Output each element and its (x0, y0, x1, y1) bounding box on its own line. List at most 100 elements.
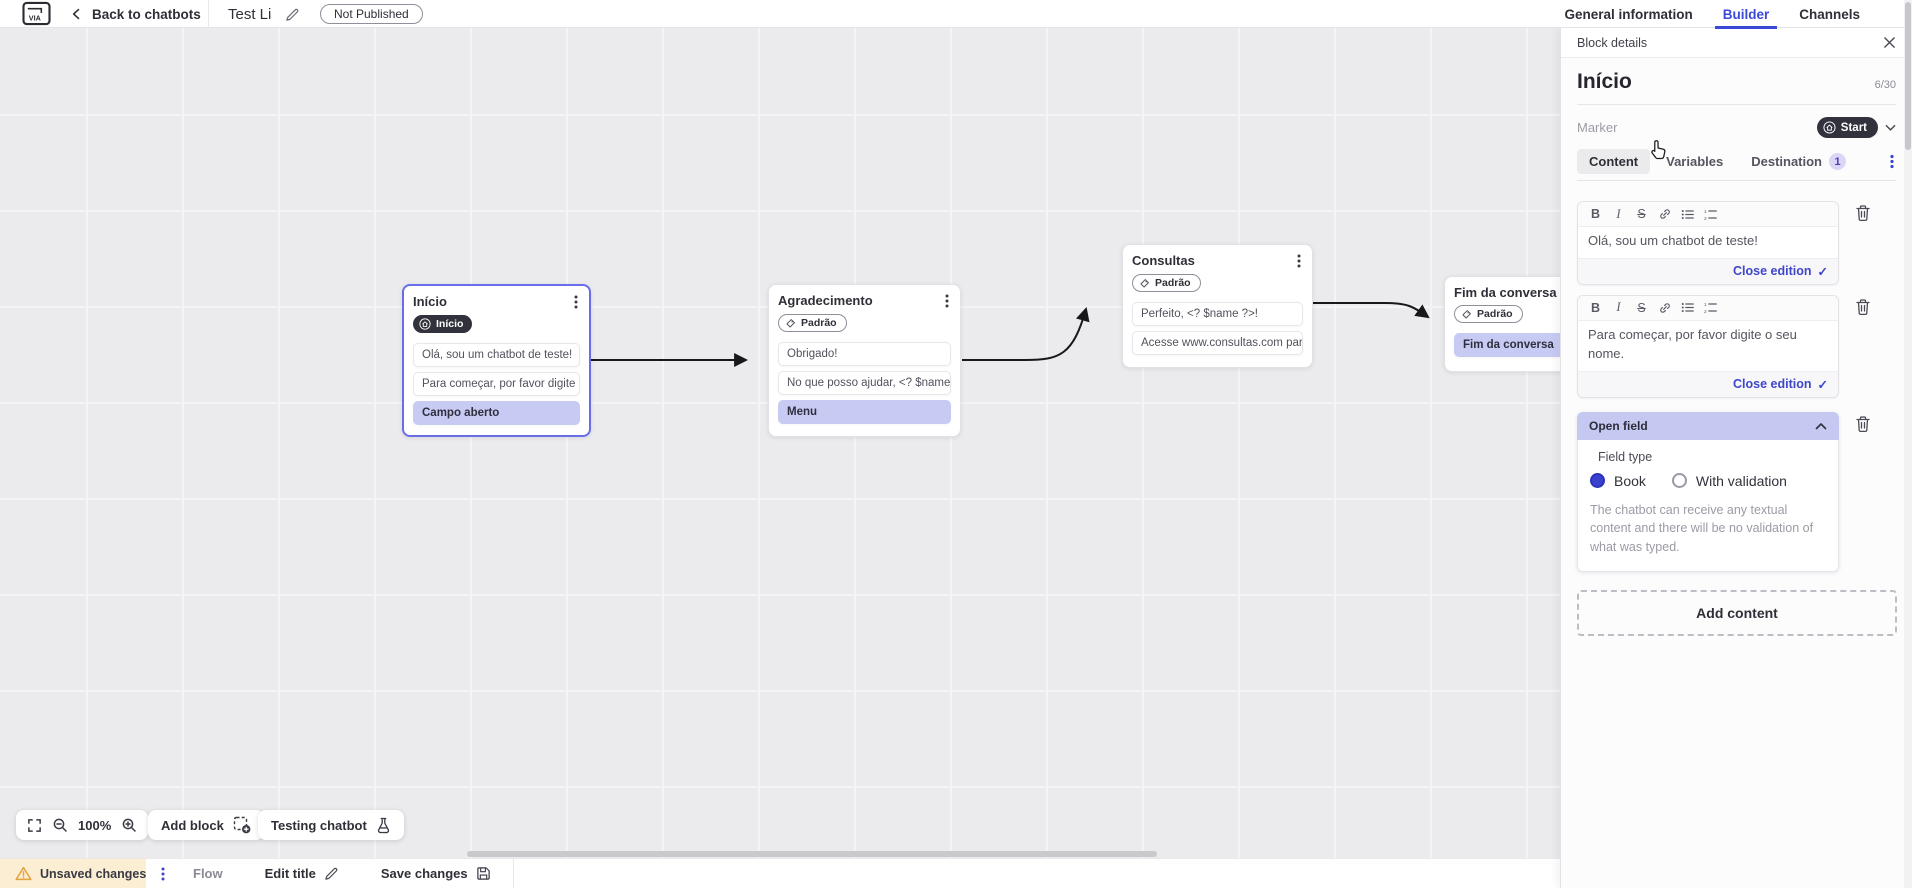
block-name-value: Início (1577, 70, 1632, 93)
trash-icon[interactable] (1855, 204, 1871, 222)
add-block-label: Add block (161, 817, 224, 833)
pencil-icon (324, 866, 339, 881)
flow-block-consultas[interactable]: Consultas Padrão Perfeito, <? $name ?>! … (1122, 244, 1313, 368)
marker-row: Marker Start (1577, 117, 1896, 138)
block-name-field[interactable]: Início 6/30 (1577, 70, 1896, 105)
add-content-button[interactable]: Add content (1577, 589, 1897, 636)
bold-icon[interactable]: B (1590, 300, 1601, 315)
bullet-list-icon[interactable] (1676, 301, 1699, 314)
name-char-counter: 6/30 (1874, 79, 1896, 91)
block-content-item[interactable]: No que posso ajudar, <? $name ... (778, 370, 951, 395)
block-content-item[interactable]: Olá, sou um chatbot de teste! (413, 343, 580, 367)
flow-connectors (591, 302, 1430, 367)
radio-option-with-validation[interactable]: With validation (1671, 473, 1787, 489)
radio-option-book[interactable]: Book (1590, 473, 1646, 489)
block-menu-icon[interactable] (943, 293, 951, 309)
block-content-item-end[interactable]: Fim da conversa (1454, 332, 1560, 357)
close-edition-button[interactable]: Close edition ✓ (1578, 370, 1838, 397)
marker-label: Marker (1577, 120, 1618, 135)
connector-agradecimento-consultas (962, 306, 1090, 361)
flow-block-fim-da-conversa[interactable]: Fim da conversa Padrão Fim da conversa (1444, 276, 1560, 372)
zoom-out-icon[interactable] (52, 817, 68, 833)
testing-chatbot-label: Testing chatbot (271, 817, 367, 833)
topbar-divider (208, 0, 209, 28)
editor-text[interactable]: Para começar, por favor digite o seu nom… (1588, 326, 1797, 361)
trash-icon[interactable] (1855, 298, 1871, 316)
start-marker-badge: Início (413, 315, 473, 333)
tag-icon (786, 318, 795, 328)
block-content-item-menu[interactable]: Menu (778, 399, 951, 424)
flow-block-inicio[interactable]: Início Início Olá, sou um chatbot de tes… (402, 284, 591, 437)
back-to-chatbots-button[interactable]: Back to chatbots (70, 0, 201, 28)
check-icon: ✓ (1817, 264, 1828, 279)
link-icon[interactable] (1653, 301, 1676, 315)
vertical-scrollbar-track[interactable] (1904, 0, 1912, 888)
marker-select[interactable]: Start (1816, 117, 1878, 138)
svg-text:1: 1 (1704, 208, 1707, 214)
testing-chatbot-button[interactable]: Testing chatbot (258, 810, 404, 840)
flow-block-agradecimento[interactable]: Agradecimento Padrão Obrigado! No que po… (768, 284, 961, 437)
link-icon[interactable] (1653, 207, 1676, 221)
block-content-item[interactable]: Perfeito, <? $name ?>! (1132, 301, 1303, 326)
panel-tabs-menu-icon[interactable] (1890, 154, 1896, 169)
strikethrough-icon[interactable]: S (1637, 300, 1646, 315)
radio-unselected[interactable] (1671, 473, 1687, 489)
horizontal-scrollbar[interactable] (467, 851, 1157, 857)
panel-tab-content[interactable]: Content (1577, 149, 1651, 174)
bottom-bar: Unsaved changes Flow Edit title Save cha… (0, 858, 1560, 888)
flow-view-button[interactable]: Flow (193, 866, 223, 881)
block-content-item[interactable]: Acesse www.consultas.com par... (1132, 330, 1303, 355)
radio-selected[interactable] (1590, 473, 1605, 489)
chevron-down-icon[interactable] (1885, 124, 1896, 132)
block-title: Agradecimento (778, 293, 873, 308)
block-content-item-open-field[interactable]: Campo aberto (413, 401, 580, 425)
flow-canvas[interactable]: Início Início Olá, sou um chatbot de tes… (0, 28, 1560, 888)
destination-count-badge: 1 (1829, 153, 1847, 170)
trash-icon[interactable] (1855, 415, 1871, 433)
chatbot-title-area: Test Li (228, 0, 300, 28)
block-menu-icon[interactable] (1295, 253, 1303, 269)
tag-icon (1140, 278, 1149, 288)
edit-title-pencil-icon[interactable] (285, 7, 300, 22)
italic-icon[interactable]: I (1616, 300, 1621, 315)
zoom-level: 100% (78, 817, 112, 833)
tab-channels[interactable]: Channels (1799, 6, 1860, 22)
tab-builder[interactable]: Builder (1714, 0, 1777, 29)
tag-icon (1462, 309, 1471, 319)
panel-tab-destination[interactable]: Destination 1 (1739, 148, 1858, 175)
chevron-left-icon (70, 7, 83, 21)
block-content-item[interactable]: Obrigado! (778, 341, 951, 366)
marker-value: Start (1840, 121, 1867, 134)
bold-icon[interactable]: B (1590, 207, 1601, 221)
vertical-scrollbar-thumb[interactable] (1905, 2, 1911, 150)
add-block-icon (233, 816, 251, 834)
block-menu-icon[interactable] (572, 294, 580, 310)
tab-general-information[interactable]: General information (1564, 6, 1693, 22)
editor-text[interactable]: Olá, sou um chatbot de teste! (1588, 233, 1758, 248)
warning-icon (15, 866, 32, 881)
bullet-list-icon[interactable] (1676, 208, 1699, 221)
strikethrough-icon[interactable]: S (1637, 207, 1646, 221)
chevron-up-icon (1815, 422, 1827, 430)
open-field-section: Open field Field type Book Wi (1577, 411, 1839, 572)
block-content-item[interactable]: Para começar, por favor digite o ... (413, 372, 580, 396)
edit-title-button[interactable]: Edit title (265, 866, 339, 881)
zoom-in-icon[interactable] (121, 817, 137, 833)
add-block-button[interactable]: Add block (148, 810, 264, 840)
open-field-header[interactable]: Open field (1577, 411, 1839, 440)
close-icon[interactable] (1883, 36, 1896, 49)
fullscreen-icon[interactable] (27, 818, 42, 833)
panel-header: Block details (1561, 28, 1912, 58)
svg-text:1: 1 (1704, 302, 1707, 308)
bottombar-menu-icon[interactable] (161, 867, 165, 881)
panel-tab-variables[interactable]: Variables (1666, 154, 1724, 169)
save-changes-button[interactable]: Save changes (381, 866, 491, 881)
italic-icon[interactable]: I (1616, 206, 1621, 221)
close-edition-button[interactable]: Close edition ✓ (1578, 257, 1838, 284)
content-row: Open field Field type Book Wi (1577, 411, 1896, 572)
default-marker-badge: Padrão (1132, 274, 1201, 292)
